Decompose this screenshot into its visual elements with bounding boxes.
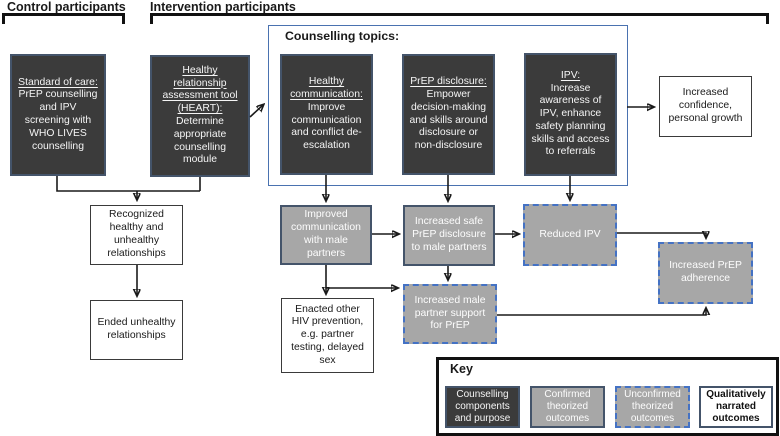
healthy-communication-body: Improve communication and conflict de-es… [291, 101, 362, 152]
increased-confidence-body: Increased confidence, personal growth [668, 87, 743, 124]
standard-of-care-box: Standard of care: PrEP counselling and I… [10, 54, 106, 176]
prep-disclosure-box: PrEP disclosure: Empower decision-making… [402, 54, 495, 175]
recognized-relationships-box: Recognized healthy and unhealthy relatio… [90, 205, 183, 265]
increased-safe-disclosure-body: Increased safe PrEP disclosure to male p… [411, 216, 487, 253]
control-participants-header: Control participants [7, 0, 126, 14]
prep-disclosure-body: Empower decision-making and skills aroun… [409, 88, 488, 152]
enacted-prevention-body: Enacted other HIV prevention, e.g. partn… [291, 303, 364, 366]
male-partner-support-body: Increased male partner support for PrEP [414, 294, 486, 332]
prep-adherence-box: Increased PrEP adherence [658, 242, 753, 304]
key-item-confirmed-outcomes: Confirmed theorized outcomes [530, 386, 605, 428]
ipv-box: IPV: Increase awareness of IPV, enhance … [524, 53, 617, 176]
increased-confidence-box: Increased confidence, personal growth [659, 76, 752, 137]
key-item-counselling-components: Counselling components and purpose [445, 386, 520, 428]
key-title: Key [450, 362, 473, 376]
intervention-participants-header: Intervention participants [150, 0, 296, 14]
key-item-unconfirmed-outcomes: Unconfirmed theorized outcomes [615, 386, 690, 428]
improved-communication-body: Improved communication with male partner… [291, 209, 361, 259]
healthy-communication-heading: Healthy communication: [290, 76, 363, 100]
counselling-topics-label: Counselling topics: [285, 29, 400, 43]
key-item-label: Unconfirmed theorized outcomes [624, 388, 681, 425]
heart-box: Healthy relationship assessment tool (HE… [150, 55, 250, 177]
connector-join-to-recognized [56, 176, 201, 192]
increased-safe-disclosure-box: Increased safe PrEP disclosure to male p… [403, 205, 495, 266]
arrow-reducedipv-to-adherence [617, 233, 706, 237]
enacted-prevention-box: Enacted other HIV prevention, e.g. partn… [281, 298, 374, 373]
standard-of-care-heading: Standard of care: [18, 76, 98, 88]
prep-adherence-body: Increased PrEP adherence [669, 260, 742, 284]
heart-body: Determine appropriate counselling module [173, 116, 227, 166]
key-item-label: Counselling components and purpose [454, 388, 511, 425]
ipv-body: Increase awareness of IPV, enhance safet… [531, 82, 610, 158]
reduced-ipv-body: Reduced IPV [539, 228, 601, 240]
heart-heading: Healthy relationship assessment tool (HE… [162, 64, 238, 115]
male-partner-support-box: Increased male partner support for PrEP [403, 284, 497, 344]
intervention-bracket [150, 13, 769, 24]
healthy-communication-box: Healthy communication: Improve communica… [280, 54, 373, 175]
ended-relationships-body: Ended unhealthy relationships [97, 317, 176, 341]
arrow-heart-to-topics [249, 105, 263, 118]
key-item-label: Confirmed theorized outcomes [544, 388, 591, 425]
improved-communication-box: Improved communication with male partner… [280, 205, 372, 265]
key-item-qualitative-outcomes: Qualitatively narrated outcomes [699, 386, 773, 428]
key-legend: Key Counselling components and purpose C… [436, 357, 779, 436]
reduced-ipv-box: Reduced IPV [523, 204, 617, 266]
arrow-malesupport-to-adherence [497, 309, 706, 316]
recognized-relationships-body: Recognized healthy and unhealthy relatio… [107, 209, 166, 259]
prep-disclosure-heading: PrEP disclosure: [410, 76, 487, 88]
ipv-heading: IPV: [560, 69, 581, 81]
ended-relationships-box: Ended unhealthy relationships [90, 300, 183, 360]
standard-of-care-body: PrEP counselling and IPV screening with … [18, 89, 98, 152]
key-item-label: Qualitatively narrated outcomes [706, 388, 766, 425]
control-bracket [2, 13, 125, 24]
